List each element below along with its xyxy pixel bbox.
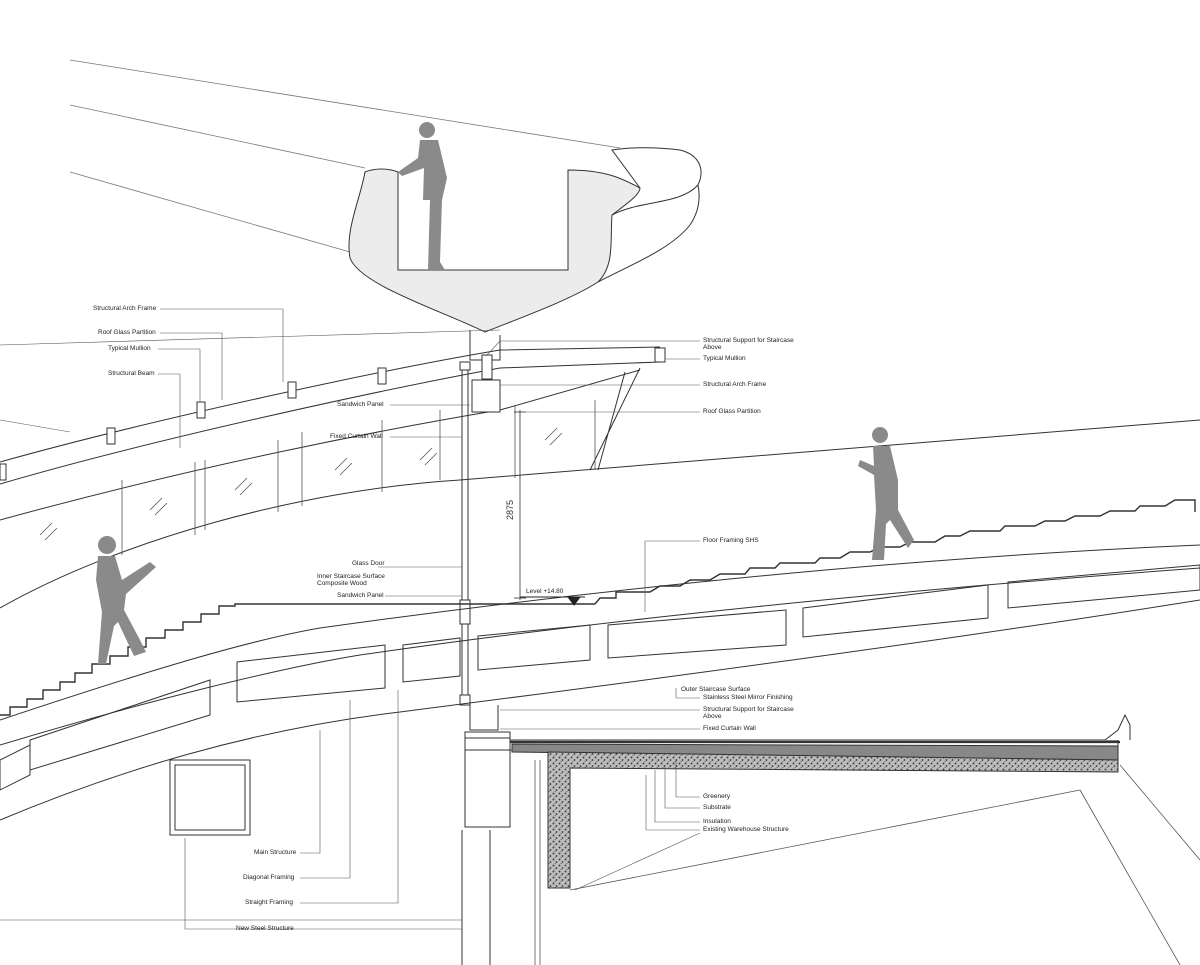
figure-right <box>858 427 914 560</box>
label-existing-warehouse: Existing Warehouse Structure <box>703 826 789 833</box>
label-stainless-steel: Stainless Steel Mirror Finishing <box>703 694 793 701</box>
label-floor-framing: Floor Framing SHS <box>703 537 759 544</box>
glass-partition-lines <box>39 400 596 555</box>
label-insulation: Insulation <box>703 818 731 825</box>
figure-left <box>96 536 156 664</box>
label-diagonal-framing: Diagonal Framing <box>243 874 295 881</box>
label-typical-mullion-left: Typical Mullion <box>108 345 151 352</box>
stair-stringer <box>0 544 1200 821</box>
warehouse-lines <box>534 760 1200 965</box>
dimension-line <box>514 410 526 600</box>
dimension-value: 2875 <box>505 499 515 520</box>
label-structural-arch-frame-left: Structural Arch Frame <box>93 305 157 312</box>
label-fixed-curtain-wall-top: Fixed Curtain Wall <box>330 433 383 440</box>
label-structural-support-top-b: Above <box>703 344 722 351</box>
label-structural-arch-frame-right: Structural Arch Frame <box>703 381 767 388</box>
label-structural-beam: Structural Beam <box>108 370 155 377</box>
label-new-steel-structure: New Steel Structure <box>236 925 294 932</box>
label-straight-framing: Straight Framing <box>245 899 294 906</box>
label-inner-staircase-surface: Inner Staircase Surface <box>317 573 385 580</box>
level-label: Level +14.80 <box>526 588 564 595</box>
top-platform <box>348 147 702 361</box>
staircase-left <box>0 603 595 716</box>
label-glass-door: Glass Door <box>352 560 385 567</box>
label-structural-support-bottom: Structural Support for Staircase <box>703 706 794 713</box>
label-sandwich-panel-bottom: Sandwich Panel <box>337 592 384 599</box>
label-structural-support-bottom-b: Above <box>703 713 722 720</box>
label-main-structure: Main Structure <box>254 849 297 856</box>
figure-top <box>398 122 447 270</box>
perspective-lines <box>69 59 621 253</box>
structure-box <box>169 759 251 836</box>
label-fixed-curtain-wall-bottom: Fixed Curtain Wall <box>703 725 756 732</box>
label-sandwich-panel-top: Sandwich Panel <box>337 401 384 408</box>
label-greenery: Greenery <box>703 793 731 800</box>
label-substrate: Substrate <box>703 804 731 811</box>
label-outer-staircase-surface: Outer Staircase Surface <box>681 686 751 693</box>
label-composite-wood: Composite Wood <box>317 580 367 587</box>
leader-lines <box>0 308 701 930</box>
label-roof-glass-partition-right: Roof Glass Partition <box>703 408 761 415</box>
roof-mullions <box>0 367 387 481</box>
label-roof-glass-partition-left: Roof Glass Partition <box>98 329 156 336</box>
label-typical-mullion-right: Typical Mullion <box>703 355 746 362</box>
level-marker <box>520 596 585 606</box>
label-structural-support-top: Structural Support for Staircase <box>703 337 794 344</box>
central-column <box>459 354 511 965</box>
green-roof <box>509 713 1131 889</box>
